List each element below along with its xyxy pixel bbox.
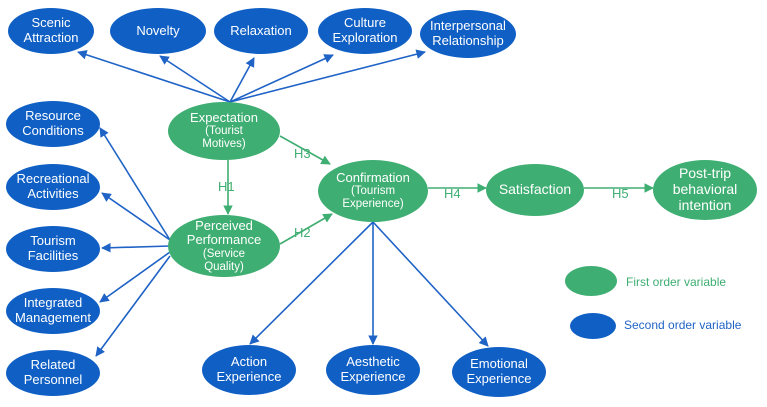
- node-label: Integrated Management: [15, 295, 91, 325]
- edge-expectation-novelty: [159, 55, 231, 103]
- node-label: Scenic Attraction: [23, 15, 79, 45]
- node-label: Resource Conditions: [22, 108, 84, 138]
- node-recreational-activities: Recreational Activities: [6, 164, 100, 210]
- legend-second-order-label: Second order variable: [624, 318, 742, 332]
- node-relaxation: Relaxation: [214, 8, 308, 54]
- node-culture-exploration: Culture Exploration: [318, 8, 412, 54]
- edge-performance-resource: [99, 127, 171, 241]
- edge-performance-recreational: [101, 192, 171, 241]
- node-label: Tourism Facilities: [27, 233, 79, 263]
- edge-performance-integrated: [99, 251, 171, 303]
- hypothesis-h4: H4: [444, 186, 461, 201]
- node-label: Novelty: [136, 22, 180, 38]
- node-label: Expectation: [190, 109, 258, 125]
- node-confirmation: Confirmation (Tourism Experience): [318, 160, 428, 222]
- node-sublabel: (Tourist Motives): [202, 125, 246, 151]
- node-post-trip-behavioral-intention: Post-trip behavioral intention: [653, 160, 757, 220]
- edge-h3: [279, 135, 331, 165]
- hypothesis-h5: H5: [612, 186, 629, 201]
- node-label: Culture Exploration: [332, 15, 398, 45]
- node-expectation: Expectation (Tourist Motives): [168, 102, 280, 160]
- edge-confirmation-action: [249, 221, 374, 345]
- node-label: Recreational Activities: [16, 171, 90, 201]
- node-related-personnel: Related Personnel: [6, 350, 100, 396]
- node-action-experience: Action Experience: [202, 345, 296, 395]
- node-resource-conditions: Resource Conditions: [6, 101, 100, 147]
- edge-confirmation-emotional: [372, 221, 489, 347]
- hypothesis-h3: H3: [294, 146, 311, 161]
- node-integrated-management: Integrated Management: [6, 288, 100, 334]
- node-label: Relaxation: [230, 22, 292, 38]
- legend-second-order-swatch: [570, 313, 616, 339]
- node-label: Related Personnel: [23, 357, 83, 387]
- node-label: Emotional Experience: [466, 356, 532, 386]
- edge-h2: [279, 213, 333, 245]
- legend-first-order-swatch: [565, 266, 617, 296]
- edge-expectation-interpersonal: [229, 49, 426, 103]
- node-label: Aesthetic Experience: [340, 354, 406, 384]
- node-aesthetic-experience: Aesthetic Experience: [326, 345, 420, 395]
- node-interpersonal-relationship: Interpersonal Relationship: [420, 10, 516, 58]
- node-tourism-facilities: Tourism Facilities: [6, 226, 100, 272]
- hypothesis-h1: H1: [218, 179, 235, 194]
- edge-expectation-scenic: [77, 50, 231, 103]
- node-perceived-performance: Perceived Performance (Service Quality): [168, 215, 280, 277]
- legend-first-order-label: First order variable: [626, 275, 727, 289]
- hypothesis-h2: H2: [294, 225, 311, 240]
- edge-performance-facilities: [101, 242, 171, 253]
- node-sublabel: (Tourism Experience): [342, 185, 404, 211]
- node-label: Interpersonal Relationship: [430, 18, 506, 48]
- node-label: Perceived Performance: [186, 217, 262, 248]
- edge-performance-personnel: [95, 255, 171, 357]
- node-label: Action Experience: [216, 354, 282, 384]
- edge-expectation-culture: [229, 54, 334, 103]
- node-scenic-attraction: Scenic Attraction: [8, 8, 94, 54]
- edge-expectation-relaxation: [229, 57, 255, 103]
- node-satisfaction: Satisfaction: [486, 164, 584, 216]
- node-label: Confirmation: [336, 169, 410, 185]
- node-emotional-experience: Emotional Experience: [452, 347, 546, 397]
- node-sublabel: (Service Quality): [202, 247, 246, 273]
- node-novelty: Novelty: [110, 8, 206, 54]
- node-label: Satisfaction: [498, 181, 572, 198]
- node-label: Post-trip behavioral intention: [672, 165, 738, 213]
